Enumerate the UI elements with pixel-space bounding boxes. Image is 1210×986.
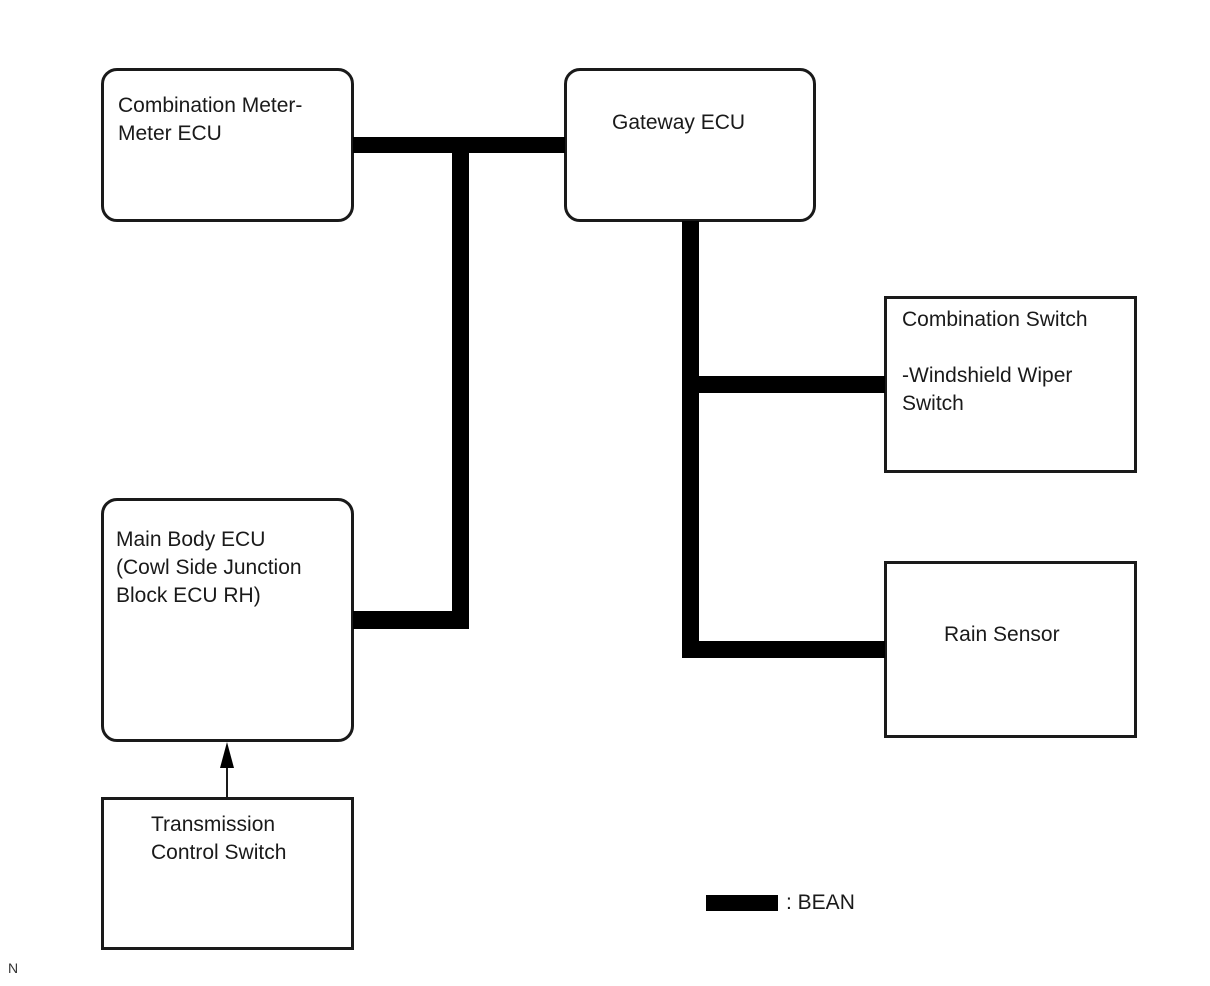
legend-bean-label: : BEAN xyxy=(786,891,855,914)
main-body-ecu-label: Main Body ECU (Cowl Side Junction Block … xyxy=(116,528,302,607)
arrow-head-icon xyxy=(220,742,234,768)
combination-meter-box xyxy=(101,68,354,222)
bus-rain-sensor-branch xyxy=(682,641,885,658)
rain-sensor-box xyxy=(884,561,1137,738)
signal-line xyxy=(226,756,228,798)
combination-meter-label: Combination Meter- Meter ECU xyxy=(118,94,303,145)
transmission-control-switch-box xyxy=(101,797,354,950)
figure-code: N xyxy=(8,960,19,976)
gateway-ecu-box xyxy=(564,68,816,222)
combination-switch-box xyxy=(884,296,1137,473)
bus-combination-switch-branch xyxy=(682,376,885,393)
bus-gateway-vertical xyxy=(682,221,699,658)
transmission-control-switch-label: Transmission Control Switch xyxy=(151,813,287,864)
main-body-ecu-box xyxy=(101,498,354,742)
rain-sensor-label: Rain Sensor xyxy=(944,623,1060,646)
combination-switch-label: Combination Switch -Windshield Wiper Swi… xyxy=(902,308,1088,415)
bus-left-vertical xyxy=(452,137,469,629)
bus-main-body-branch xyxy=(353,611,469,629)
legend-bean-swatch xyxy=(706,895,778,911)
gateway-ecu-label: Gateway ECU xyxy=(612,111,746,134)
